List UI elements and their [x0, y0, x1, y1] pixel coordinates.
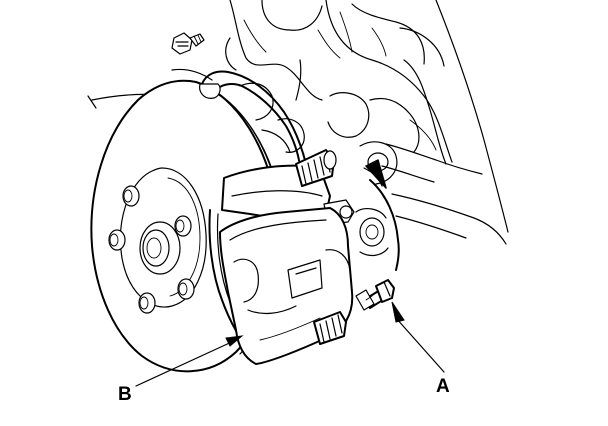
- wheel-stud: [122, 185, 140, 207]
- upper-guide-pin: [295, 149, 337, 187]
- rotation-arrow: [363, 159, 400, 271]
- wheel-stud: [174, 215, 192, 237]
- flange-bolt: [355, 279, 395, 311]
- wheel-stud: [108, 229, 126, 251]
- brake-hose: [199, 70, 307, 167]
- callout-b: B: [118, 384, 132, 405]
- wheel-stud: [177, 278, 195, 300]
- callout-a: A: [436, 376, 450, 397]
- upper-bolt: [171, 32, 205, 55]
- leader-line-b: [135, 335, 244, 387]
- lower-guide-pin: [313, 311, 347, 345]
- wheel-studs: [108, 185, 195, 314]
- leader-line-a: [391, 301, 445, 373]
- wheel-stud: [138, 292, 156, 314]
